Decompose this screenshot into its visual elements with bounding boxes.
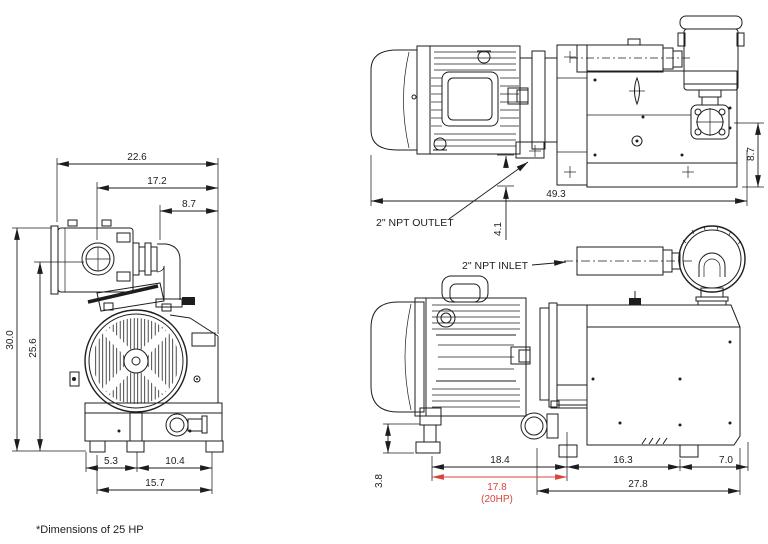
- dim-front-foot-spacing-right: 10.4: [165, 456, 185, 467]
- dim-top-outlet-offset: 4.1: [493, 222, 504, 236]
- inlet-elbow-opening: [698, 252, 726, 277]
- valve-handle-icon: [634, 76, 640, 106]
- lifting-eye-icon: [477, 50, 491, 64]
- side-inlet-assembly: [564, 225, 746, 306]
- side-view: 18.4 16.3 7.0 27.8 17.8 (20HP) 3.8 2" NP…: [370, 225, 749, 505]
- dim-top-overall-length: 49.3: [546, 189, 566, 200]
- dim-side-pump-mid-section: 16.3: [613, 455, 633, 466]
- dim-side-motor-section-20hp: 17.8: [487, 482, 507, 493]
- dim-front-filter-offset: 8.7: [182, 199, 196, 210]
- motor-foot: [415, 407, 442, 454]
- motor-nameplate: [441, 71, 499, 127]
- top-exhaust-filter: [677, 15, 745, 140]
- front-fan-shroud: [69, 302, 188, 413]
- dim-side-foot-height: 3.8: [374, 474, 385, 488]
- top-pump-body: [556, 44, 738, 188]
- dim-side-motor-section-20hp-note: (20HP): [481, 494, 513, 505]
- inlet-leader-line: [531, 260, 567, 266]
- side-dimensions: 18.4 16.3 7.0 27.8 17.8 (20HP) 3.8 2" NP…: [374, 260, 749, 505]
- side-motor: [370, 275, 559, 454]
- outlet-flange: [690, 104, 730, 140]
- dim-front-overall-width: 22.6: [127, 152, 147, 163]
- top-view: 49.3 8.7 4.1 2" NPT OUTLET: [370, 15, 764, 240]
- dim-top-outlet-port-to-edge: 8.7: [746, 147, 757, 161]
- outlet-port-stub: [515, 141, 545, 159]
- footnote: *Dimensions of 25 HP: [36, 524, 144, 536]
- front-pump-body: [169, 314, 219, 403]
- front-dimensions: 22.6 17.2 8.7 30.0 25.6 5.3 10.4 15.7: [5, 152, 219, 494]
- dim-front-upper-width: 17.2: [147, 176, 167, 187]
- top-motor: [370, 45, 558, 159]
- front-elbow-pipe: [132, 242, 181, 300]
- front-oil-separator: [87, 282, 195, 312]
- filter-port-icon: [81, 242, 115, 276]
- gas-ballast-port: [520, 412, 559, 440]
- dim-front-foot-spacing-left: 5.3: [104, 456, 118, 467]
- front-view: 22.6 17.2 8.7 30.0 25.6 5.3 10.4 15.7: [5, 152, 224, 494]
- side-pump-body: [550, 291, 741, 458]
- dim-front-overall-height: 30.0: [5, 330, 16, 350]
- front-base: [84, 402, 224, 453]
- inlet-port-label: 2" NPT INLET: [462, 260, 529, 272]
- dim-side-end-section: 7.0: [719, 455, 733, 466]
- dim-front-foot-span: 15.7: [145, 478, 165, 489]
- dim-front-inlet-center-height: 25.6: [28, 338, 39, 358]
- top-dimensions: 49.3 8.7 4.1 2" NPT OUTLET: [370, 122, 764, 240]
- top-exhaust-muffler: [570, 38, 692, 73]
- dim-side-pump-length: 27.8: [628, 479, 648, 490]
- front-inlet-filter: [50, 219, 134, 295]
- outlet-leader-line: [448, 161, 529, 220]
- dim-side-motor-section: 18.4: [490, 455, 510, 466]
- outlet-port-label: 2" NPT OUTLET: [376, 217, 454, 229]
- vent-valve-icon: [629, 298, 641, 305]
